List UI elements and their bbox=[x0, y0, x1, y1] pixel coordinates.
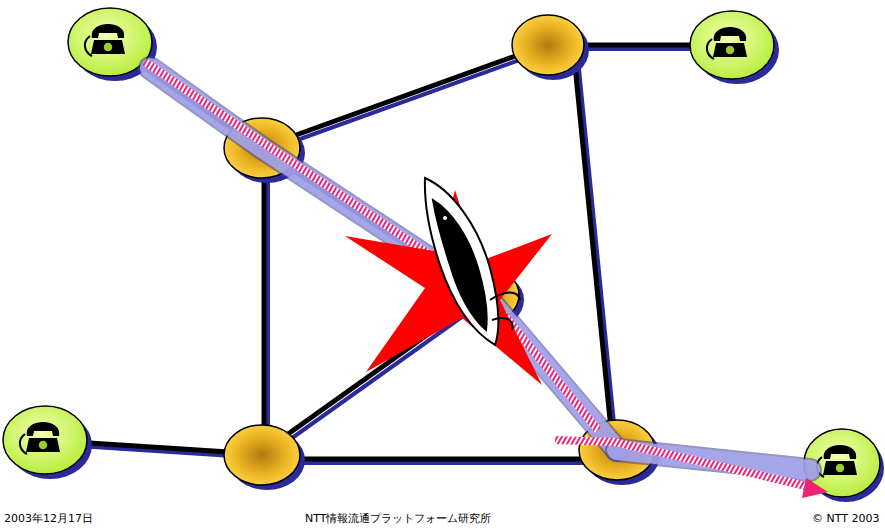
call-arrow bbox=[145, 62, 828, 498]
bug-icon bbox=[425, 178, 520, 345]
institute-label: NTT情報流通プラットフォーム研究所 bbox=[305, 512, 491, 525]
date-label: 2003年12月17日 bbox=[4, 512, 93, 525]
copyright-label: © NTT 2003 bbox=[812, 512, 879, 525]
phone-nodes bbox=[3, 8, 884, 502]
link-shadows bbox=[47, 46, 734, 463]
network-links bbox=[43, 42, 730, 459]
